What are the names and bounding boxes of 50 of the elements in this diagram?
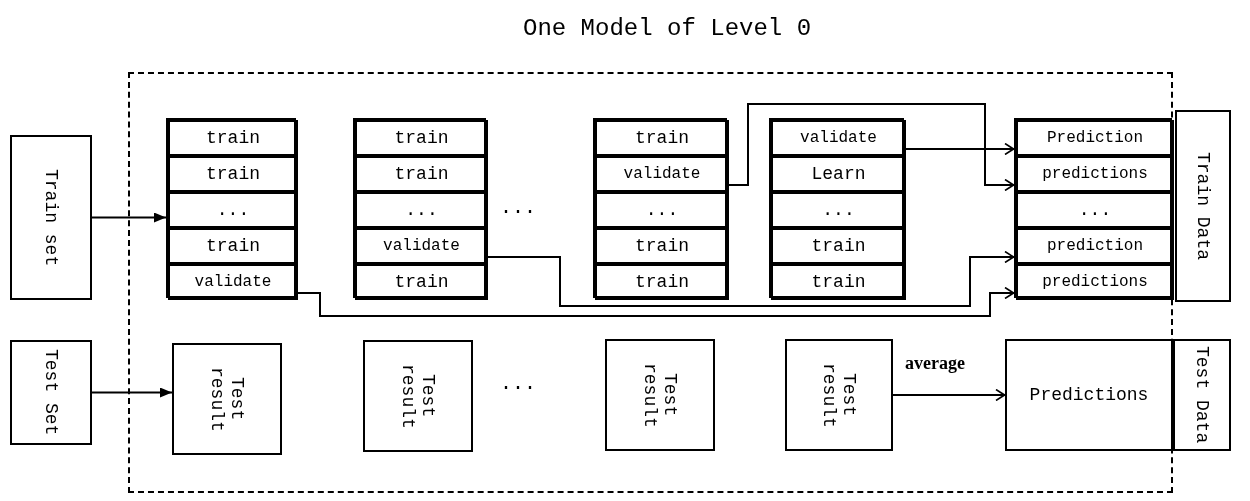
fold-cell: train <box>595 228 729 264</box>
result-box: Test result <box>785 339 893 451</box>
fold-column <box>593 118 727 298</box>
fold-cell: train <box>168 120 298 156</box>
fold-cell: ... <box>1016 192 1174 228</box>
arrow <box>485 250 1015 307</box>
arrow <box>726 103 1015 192</box>
fold-cell: validate <box>168 264 298 300</box>
arrow <box>892 388 1006 402</box>
output-box: Train Data <box>1175 110 1231 302</box>
fold-cell: ... <box>771 192 906 228</box>
group-title: One Model of Level 0 <box>523 15 812 42</box>
model-group <box>128 15 1173 493</box>
result-box: Test result <box>605 339 715 451</box>
arrow <box>91 212 167 223</box>
fold-cell: ... <box>355 192 488 228</box>
fold-cell: Learn <box>771 156 906 192</box>
result-box: Test result <box>363 340 473 452</box>
arrow <box>295 286 1015 317</box>
fold-column <box>769 118 904 298</box>
fold-cell: ... <box>595 192 729 228</box>
fold-column <box>1014 118 1172 298</box>
ellipsis-text: ... <box>500 196 536 219</box>
fold-cell: validate <box>771 120 906 156</box>
fold-cell: train <box>595 120 729 156</box>
fold-cell: train <box>595 264 729 300</box>
arrow <box>903 142 1015 156</box>
fold-cell: train <box>168 228 298 264</box>
fold-cell: predictions <box>1016 156 1174 192</box>
fold-cell: train <box>355 264 488 300</box>
fold-cell: train <box>771 264 906 300</box>
input-box: Train set <box>10 135 92 300</box>
fold-cell: ... <box>168 192 298 228</box>
fold-cell: train <box>771 228 906 264</box>
fold-cell: prediction <box>1016 228 1174 264</box>
prediction-box: Predictions <box>1005 339 1173 451</box>
input-box: Test Set <box>10 340 92 445</box>
fold-cell: validate <box>595 156 729 192</box>
fold-column <box>166 118 296 298</box>
fold-cell: validate <box>355 228 488 264</box>
fold-cell: train <box>355 120 488 156</box>
fold-cell: train <box>168 156 298 192</box>
ellipsis-text: ... <box>500 372 536 395</box>
fold-cell: predictions <box>1016 264 1174 300</box>
output-box: Test Data <box>1173 339 1231 451</box>
fold-cell: train <box>355 156 488 192</box>
fold-cell: Prediction <box>1016 120 1174 156</box>
result-box: Test result <box>172 343 282 455</box>
fold-column <box>353 118 486 298</box>
arrow <box>91 387 173 398</box>
